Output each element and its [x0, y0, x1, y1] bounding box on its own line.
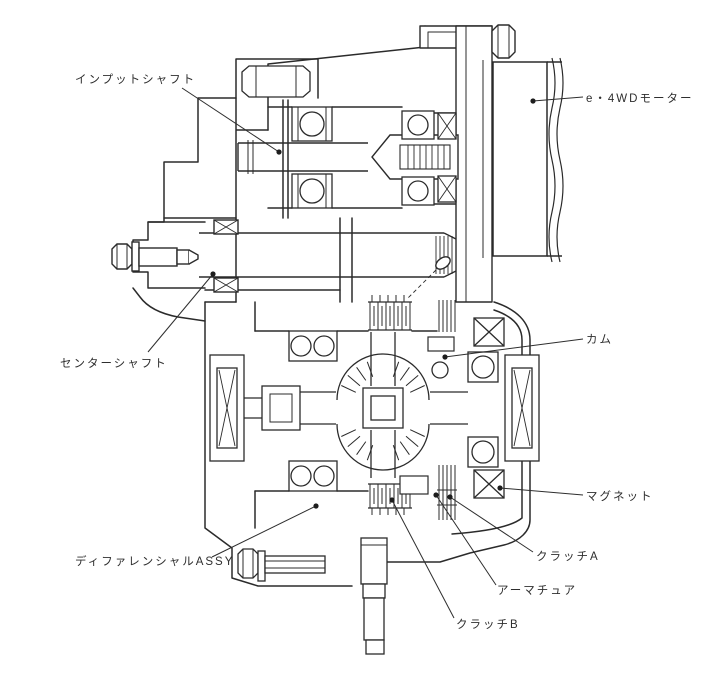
- bottom-stud: [360, 537, 388, 655]
- motor-mounting-plate: [419, 24, 516, 303]
- leader-e4wd-motor: [532, 96, 584, 102]
- leader-clutch-a: [449, 496, 534, 553]
- magnet-coil: [473, 317, 505, 347]
- leader-dot-center-shaft: [210, 271, 216, 277]
- label-input-shaft: インプットシャフト: [75, 73, 196, 86]
- leader-clutch-b: [391, 499, 455, 619]
- magnet-coils: [473, 317, 505, 499]
- tapered-roller-bearing-left: [209, 354, 245, 462]
- leader-dot-armature: [433, 492, 439, 498]
- ball-bearing: [467, 436, 499, 468]
- label-armature: アーマチュア: [497, 584, 577, 597]
- label-magnet: マグネット: [586, 489, 654, 503]
- label-e4wd-motor: e・4WDモーター: [586, 92, 693, 105]
- magnet-coil: [473, 469, 505, 499]
- clutch-pack-top: [368, 295, 412, 331]
- top-hex-bolt: [491, 24, 516, 59]
- leader-input-shaft: [181, 87, 280, 153]
- ball-bearing: [288, 460, 338, 492]
- label-cam: カム: [586, 333, 613, 346]
- break-line: [556, 57, 564, 263]
- input-shaft-bearings: [291, 106, 457, 209]
- shaft-seal: [213, 219, 239, 235]
- leader-dot-clutch-a: [447, 494, 453, 500]
- tapered-roller-bearing-right: [504, 354, 540, 462]
- leader-differential-assy: [211, 505, 317, 558]
- leader-dot-magnet: [497, 485, 503, 491]
- break-line: [548, 57, 556, 263]
- ball-bearing: [401, 176, 435, 206]
- label-clutch-a: クラッチA: [536, 550, 600, 563]
- clutch-pack-right-bottom: [399, 465, 457, 520]
- label-differential-assy: ディファレンシャルASSY: [75, 554, 234, 568]
- ball-bearing: [467, 351, 499, 383]
- cam-follower-ball: [431, 361, 449, 379]
- label-center-shaft: センターシャフト: [60, 357, 168, 370]
- center-shaft-nut: [111, 243, 133, 270]
- center-shaft: [111, 219, 457, 299]
- leader-dot-clutch-b: [389, 497, 395, 503]
- input-shaft: [237, 134, 459, 180]
- clutch-packs: [368, 295, 457, 520]
- leader-dot-differential-assy: [313, 503, 319, 509]
- e4wd-motor-body: [492, 57, 564, 263]
- leader-dot-e4wd-motor: [530, 98, 536, 104]
- labels: インプットシャフト e・4WDモーター センターシャフト カム マグネット ディ…: [60, 73, 693, 631]
- leader-armature: [435, 494, 497, 586]
- angular-bearing: [437, 175, 457, 203]
- bottom-bolt: [237, 548, 326, 582]
- ball-bearing: [291, 106, 333, 142]
- leader-cam: [444, 338, 584, 358]
- leader-dot-input-shaft: [276, 149, 282, 155]
- ball-bearing: [288, 330, 338, 362]
- differential-bearings: [288, 330, 499, 492]
- leader-magnet: [499, 487, 584, 496]
- label-clutch-b: クラッチB: [456, 618, 520, 631]
- top-pin: [241, 65, 311, 98]
- leader-center-shaft: [147, 273, 214, 353]
- leader-lines: [147, 87, 584, 619]
- oil-check-pin: [407, 256, 451, 299]
- clutch-pack-right-top: [427, 300, 456, 352]
- shaft-seal: [213, 277, 239, 293]
- leader-dot-cam: [442, 354, 448, 360]
- angular-bearing: [437, 112, 457, 140]
- differential-gear-set: [244, 332, 468, 478]
- ball-bearing: [401, 110, 435, 140]
- ball-bearing: [291, 173, 333, 209]
